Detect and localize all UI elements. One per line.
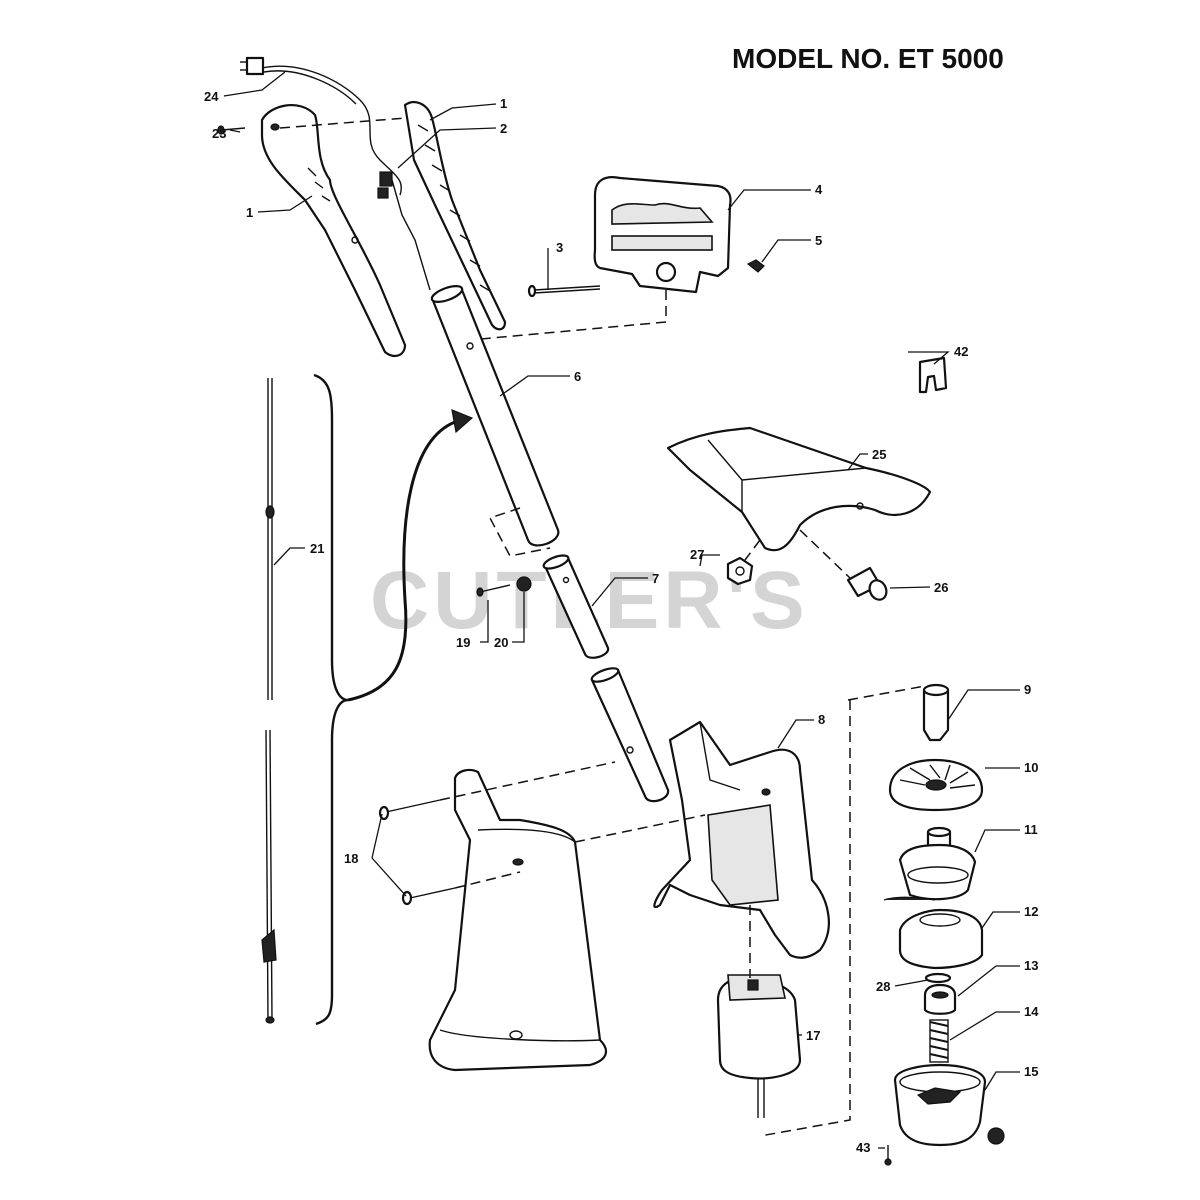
callout-11: 11 — [1024, 822, 1038, 837]
assembly-arrow — [347, 409, 474, 702]
model-title: MODEL NO. ET 5000 — [732, 43, 1004, 74]
callout-9: 9 — [1024, 682, 1031, 697]
screw-43 — [884, 1145, 892, 1166]
callout-8: 8 — [818, 712, 825, 727]
main-tube — [430, 285, 560, 547]
drive-rod-assembly — [261, 378, 277, 1024]
clip-42 — [918, 356, 948, 394]
callout-14: 14 — [1024, 1004, 1039, 1019]
lower-tube — [590, 667, 670, 803]
callout-7: 7 — [652, 571, 659, 586]
callout-3: 3 — [556, 240, 563, 255]
auxiliary-handle — [593, 176, 732, 294]
tube-coupler — [542, 554, 610, 659]
callout-5: 5 — [815, 233, 822, 248]
callout-23: 23 — [212, 126, 226, 141]
callout-27: 27 — [690, 547, 704, 562]
callout-42: 42 — [954, 344, 968, 359]
screw-19 — [476, 584, 511, 597]
handle-half-right — [377, 101, 507, 331]
housing-cone — [428, 768, 608, 1072]
callout-20: 20 — [494, 635, 508, 650]
trimmer-spool — [883, 826, 977, 901]
callout-19: 19 — [456, 635, 470, 650]
nut-5 — [746, 259, 765, 273]
spool-cover-ring — [898, 908, 984, 970]
callout-6: 6 — [574, 369, 581, 384]
callout-25: 25 — [872, 447, 886, 462]
motor — [716, 974, 802, 1118]
nut-20 — [516, 576, 532, 592]
bushing-13 — [923, 983, 957, 1015]
callout-28: 28 — [876, 979, 890, 994]
nut-27 — [726, 556, 754, 586]
callout-21: 21 — [310, 541, 324, 556]
grass-guard — [666, 426, 932, 552]
callout-43: 43 — [856, 1140, 870, 1155]
shaft-adapter — [922, 683, 950, 742]
bolt-3 — [527, 284, 601, 298]
washer-28 — [924, 972, 952, 984]
callout-2: 2 — [500, 121, 507, 136]
callout-12: 12 — [1024, 904, 1038, 919]
motor-housing — [653, 720, 830, 959]
screw-23 — [217, 125, 246, 135]
callout-13: 13 — [1024, 958, 1038, 973]
screws-18 — [378, 799, 456, 906]
callout-1-left: 1 — [246, 205, 253, 220]
spring-14 — [929, 1019, 949, 1063]
callout-18: 18 — [344, 851, 358, 866]
callout-10: 10 — [1024, 760, 1038, 775]
callout-15: 15 — [1024, 1064, 1038, 1079]
spool-hub — [893, 1063, 1005, 1147]
cooling-fan — [888, 758, 984, 812]
callout-4: 4 — [815, 182, 823, 197]
handle-half-left — [260, 104, 407, 358]
callout-17: 17 — [806, 1028, 820, 1043]
leader-lines — [223, 71, 1020, 1149]
callout-26: 26 — [934, 580, 948, 595]
callout-24: 24 — [204, 89, 219, 104]
bolt-26 — [846, 566, 888, 601]
callout-1-top: 1 — [500, 96, 507, 111]
